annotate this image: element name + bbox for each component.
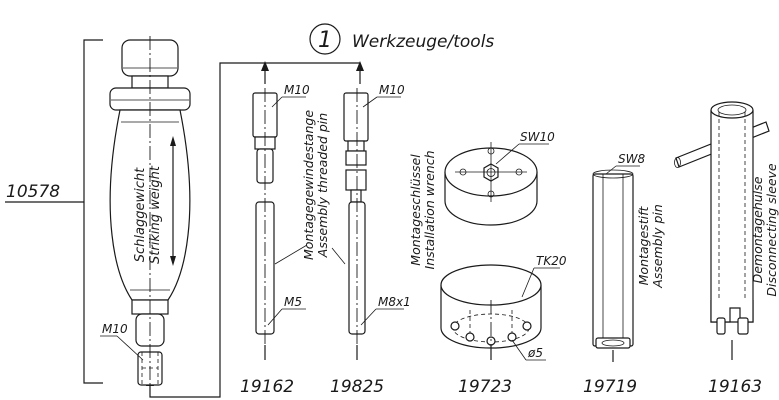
assembly-pin-19719-number: 19719 — [583, 377, 637, 397]
striking-weight: Schlaggewicht Striking weight M10 — [100, 36, 191, 388]
wrench-19723: Montageschlüssel Installation wrench SW1… — [408, 130, 567, 397]
threaded-pin-label-en: Assembly threaded pin — [315, 113, 330, 258]
sleeve-19163: Demontagehülse Disconnecting sleeve 1916… — [674, 101, 779, 397]
wrench-label-de: Montageschlüssel — [408, 154, 423, 266]
striking-weight-label-de: Schlaggewicht — [133, 167, 148, 262]
assembly-pin-label-en: Assembly pin — [650, 204, 665, 289]
threaded-pin-label-de: Montagegewindestange — [301, 110, 316, 260]
pin-19825-thread-bottom: M8x1 — [378, 295, 411, 309]
wrench-label-en: Installation wrench — [422, 150, 437, 269]
sleeve-label-de: Demontagehülse — [750, 176, 765, 283]
sleeve-19163-number: 19163 — [708, 377, 762, 397]
pin-19825: M10 M8x1 19825 Montagegewindestange Asse… — [274, 83, 411, 397]
item-number: 1 — [318, 28, 332, 53]
assembly-pin-callout-sw8: SW8 — [618, 152, 645, 166]
wrench-callout-tk20: TK20 — [536, 254, 567, 268]
item-number-circle — [309, 23, 341, 55]
header: 1 Werkzeuge/tools — [309, 23, 494, 55]
wrench-19723-number: 19723 — [458, 377, 512, 397]
pin-19162: M10 M5 19162 — [240, 83, 310, 397]
set-bracket: 10578 — [5, 39, 103, 384]
wrench-callout-sw10: SW10 — [520, 130, 555, 144]
pin-19825-thread-top: M10 — [379, 83, 405, 97]
assembly-pin-label-de: Montagestift — [636, 206, 651, 286]
wrench-callout-d5: ø5 — [527, 346, 543, 360]
pin-19162-number: 19162 — [240, 377, 294, 397]
sleeve-label-en: Disconnecting sleeve — [764, 163, 779, 297]
assembly-pin-19719: SW8 Montagestift Assembly pin 19719 — [583, 152, 665, 397]
set-number: 10578 — [6, 182, 60, 202]
header-title: Werkzeuge/tools — [352, 32, 494, 52]
pin-19825-number: 19825 — [330, 377, 384, 397]
pin-19162-thread-bottom: M5 — [284, 295, 302, 309]
pin-19162-thread-top: M10 — [284, 83, 310, 97]
striking-weight-thread: M10 — [102, 322, 128, 336]
striking-weight-label-en: Striking weight — [148, 165, 163, 264]
